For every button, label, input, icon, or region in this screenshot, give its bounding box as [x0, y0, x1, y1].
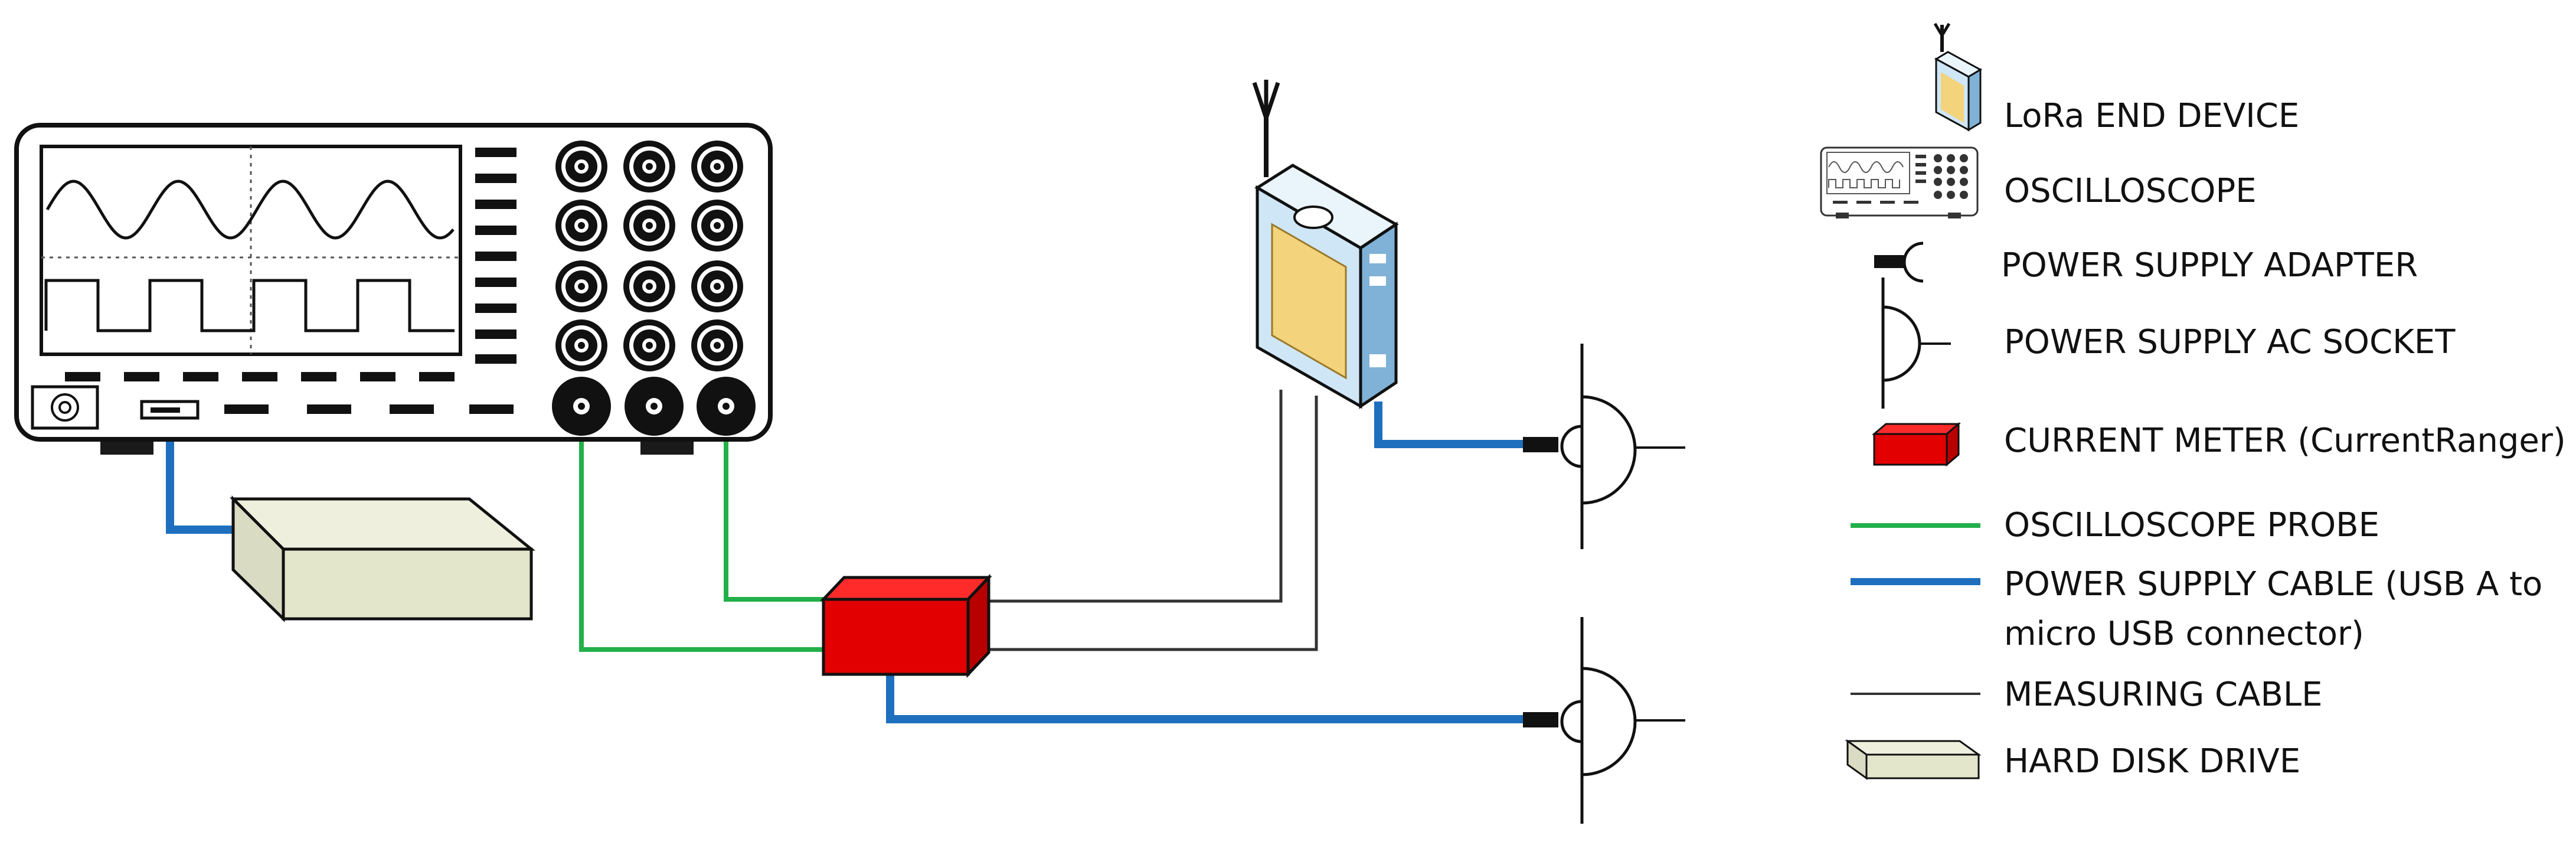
ac-socket-icon	[1523, 617, 1685, 824]
scope-knob-icon[interactable]	[623, 141, 675, 192]
legend-oscilloscope: OSCILLOSCOPE	[2004, 172, 2257, 210]
power-cable-device-to-socket	[1374, 402, 1523, 448]
scope-knob-icon[interactable]	[623, 319, 675, 371]
scope-knob-icon[interactable]	[691, 260, 743, 312]
scope-knob-icon[interactable]	[555, 260, 607, 312]
current-meter-icon	[820, 573, 992, 678]
legend-measuring-cable: MEASURING CABLE	[2004, 675, 2322, 714]
scope-knob-icon[interactable]	[555, 141, 607, 192]
scope-knob-icon[interactable]	[623, 200, 675, 252]
ac-socket-icon	[1881, 278, 1951, 409]
legend: LoRa END DEVICE OSCILLOSCOPE	[1820, 22, 2566, 781]
probe-cable-2	[724, 407, 823, 602]
oscilloscope-icon	[14, 123, 773, 455]
lora-end-device-icon	[1252, 80, 1399, 409]
scope-knob-icon[interactable]	[555, 319, 607, 371]
probe-input-connector-icon[interactable]	[697, 377, 756, 436]
legend-lora-end-device: LoRa END DEVICE	[2004, 97, 2299, 135]
current-meter-icon	[1871, 422, 1962, 467]
legend-power-supply-cable-line2: micro USB connector)	[2004, 615, 2364, 653]
lora-end-device-icon	[1933, 22, 1983, 132]
legend-hard-disk-drive: HARD DISK DRIVE	[2004, 742, 2300, 781]
measuring-cable-1	[986, 390, 1283, 603]
legend-power-supply-cable-line1: POWER SUPPLY CABLE (USB A to	[2004, 565, 2542, 603]
legend-power-supply-ac-socket: POWER SUPPLY AC SOCKET	[2004, 323, 2456, 361]
probe-input-connector-icon[interactable]	[625, 377, 684, 436]
scope-knob-icon[interactable]	[555, 200, 607, 252]
power-adapter-icon	[1874, 242, 1924, 283]
scope-knob-icon[interactable]	[691, 200, 743, 252]
legend-power-supply-adapter: POWER SUPPLY ADAPTER	[2001, 246, 2418, 285]
power-cable-scope-to-hdd	[166, 420, 257, 534]
measuring-cable-2	[986, 396, 1318, 651]
ac-socket-icon	[1523, 344, 1685, 549]
hard-disk-icon	[229, 495, 536, 622]
legend-oscilloscope-probe: OSCILLOSCOPE PROBE	[2004, 506, 2379, 544]
power-cable-meter-to-socket	[886, 667, 1523, 723]
legend-current-meter: CURRENT METER (CurrentRanger)	[2004, 422, 2566, 460]
scope-knob-icon[interactable]	[623, 260, 675, 312]
probe-input-connector-icon[interactable]	[552, 377, 611, 436]
oscilloscope-icon	[1820, 146, 1979, 218]
scope-knob-icon[interactable]	[691, 319, 743, 371]
probe-cable-1	[579, 407, 823, 652]
hard-disk-icon	[1845, 739, 1982, 780]
scope-knob-icon[interactable]	[691, 141, 743, 192]
